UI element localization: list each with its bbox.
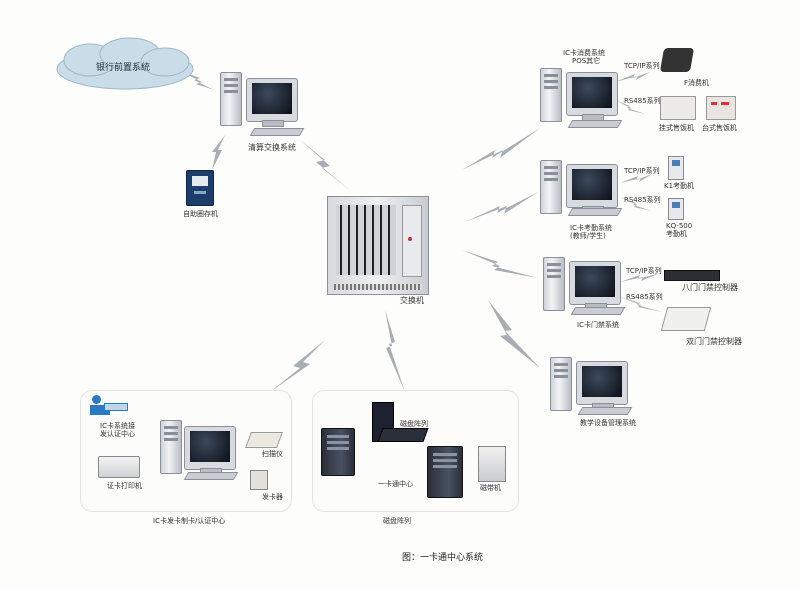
hang-device-label: 挂式售饭机 xyxy=(659,124,694,132)
pos-keyboard xyxy=(567,120,623,128)
teach-keyboard xyxy=(577,407,633,415)
kq-device-label-1: KQ-500 xyxy=(666,222,693,230)
scanner-label: 扫描仪 xyxy=(262,450,283,458)
eight-door-controller xyxy=(664,270,720,281)
att-title-line2: (教师/学生) xyxy=(570,232,606,240)
atm-label: 自助圈存机 xyxy=(183,210,218,218)
acc-tower xyxy=(543,257,565,311)
switch-label: 交换机 xyxy=(400,296,424,305)
two-door-controller xyxy=(660,307,712,331)
att-tower xyxy=(540,160,562,214)
pos-tower xyxy=(540,68,562,122)
link-switch-access xyxy=(462,250,538,278)
kq-device-label-2: 考勤机 xyxy=(666,230,687,238)
server-left xyxy=(321,428,355,476)
issue-system-line2: 发认证中心 xyxy=(100,430,135,438)
tape-label: 磁带机 xyxy=(480,484,501,492)
clearing-workstation xyxy=(220,72,310,142)
disk-array-unit xyxy=(377,428,429,442)
link-clearing-atm xyxy=(212,135,225,170)
desk-device-label: 台式售饭机 xyxy=(702,124,737,132)
printer-label: 证卡打印机 xyxy=(107,482,142,490)
scanner xyxy=(245,432,283,448)
teach-monitor xyxy=(576,361,628,410)
att-title-line1: IC卡考勤系统 xyxy=(570,224,612,232)
acc-rs485-label: RS485系列 xyxy=(626,293,663,301)
diagram-caption: 图：一卡通中心系统 xyxy=(402,553,484,563)
tape-drive xyxy=(478,446,506,482)
pos-title-line2: POS其它 xyxy=(572,57,601,65)
link-acc-rs485 xyxy=(620,297,662,312)
att-monitor xyxy=(566,164,618,213)
clearing-monitor xyxy=(246,78,298,127)
link-switch-pos xyxy=(462,128,540,170)
card-reader-label: 发卡器 xyxy=(262,493,283,501)
pos-tcp-label: TCP/IP系列 xyxy=(624,62,660,70)
pos-workstation xyxy=(540,68,630,128)
clearing-keyboard xyxy=(249,128,305,136)
issue-keyboard xyxy=(183,472,239,480)
pos-device-label: F消费机 xyxy=(684,79,710,87)
link-att-rs485 xyxy=(620,197,652,211)
storage-group-title: 磁盘阵列 xyxy=(383,517,411,525)
link-att-tcp xyxy=(620,174,652,183)
card-issuer xyxy=(250,470,268,490)
link-acc-tcp xyxy=(620,273,660,282)
teaching-workstation xyxy=(550,357,640,417)
acc-tcp-label: TCP/IP系列 xyxy=(626,267,662,275)
storage-center-label: 一卡通中心 xyxy=(378,480,413,488)
clearing-tower xyxy=(220,72,242,126)
bank-front-label: 银行前置系统 xyxy=(96,63,151,73)
clearing-label: 清算交换系统 xyxy=(248,143,296,152)
card-printer xyxy=(98,456,140,478)
pos-monitor xyxy=(566,72,618,121)
acc-title: IC卡门禁系统 xyxy=(577,321,619,329)
link-switch-teaching xyxy=(488,300,540,368)
link-clearing-switch xyxy=(300,140,352,192)
kq500-attendance-device xyxy=(668,198,684,220)
eight-door-label: 八门门禁控制器 xyxy=(682,283,738,292)
link-switch-attendance xyxy=(465,192,538,222)
pos-terminal xyxy=(659,48,695,72)
issue-group-title: IC卡发卡制卡/认证中心 xyxy=(153,517,226,525)
acc-monitor xyxy=(569,261,621,310)
attendance-workstation xyxy=(540,160,630,220)
pos-rs485-label: RS485系列 xyxy=(624,97,661,105)
operator-figure xyxy=(90,395,128,417)
desk-meal-machine xyxy=(706,96,736,120)
issue-tower xyxy=(160,420,182,474)
k1-attendance-device xyxy=(668,156,684,180)
hang-meal-machine xyxy=(660,96,696,120)
issue-system-line1: IC卡系统接 xyxy=(100,422,135,430)
issue-monitor xyxy=(184,426,236,475)
att-rs485-label: RS485系列 xyxy=(624,196,661,204)
teaching-label: 教学设备管理系统 xyxy=(580,419,636,427)
link-switch-storage xyxy=(385,310,405,392)
two-door-label: 双门门禁控制器 xyxy=(686,337,742,346)
acc-keyboard xyxy=(570,307,626,315)
link-pos-tcp xyxy=(615,72,650,82)
atm-machine xyxy=(186,170,214,206)
att-tcp-label: TCP/IP系列 xyxy=(624,167,660,175)
access-workstation xyxy=(543,257,633,317)
disk-array-label: 磁盘阵列 xyxy=(400,420,428,428)
k1-device-label: K1考勤机 xyxy=(664,182,695,190)
att-keyboard xyxy=(567,208,623,216)
central-switch xyxy=(327,196,429,295)
server-right xyxy=(427,446,463,498)
link-cloud-clearing xyxy=(178,70,214,90)
issue-workstation xyxy=(160,420,240,480)
pos-title-line1: IC卡消费系统 xyxy=(563,49,605,57)
link-pos-rs485 xyxy=(615,100,645,114)
teach-tower xyxy=(550,357,572,411)
link-switch-issue xyxy=(270,340,325,392)
bank-cloud xyxy=(56,37,194,90)
